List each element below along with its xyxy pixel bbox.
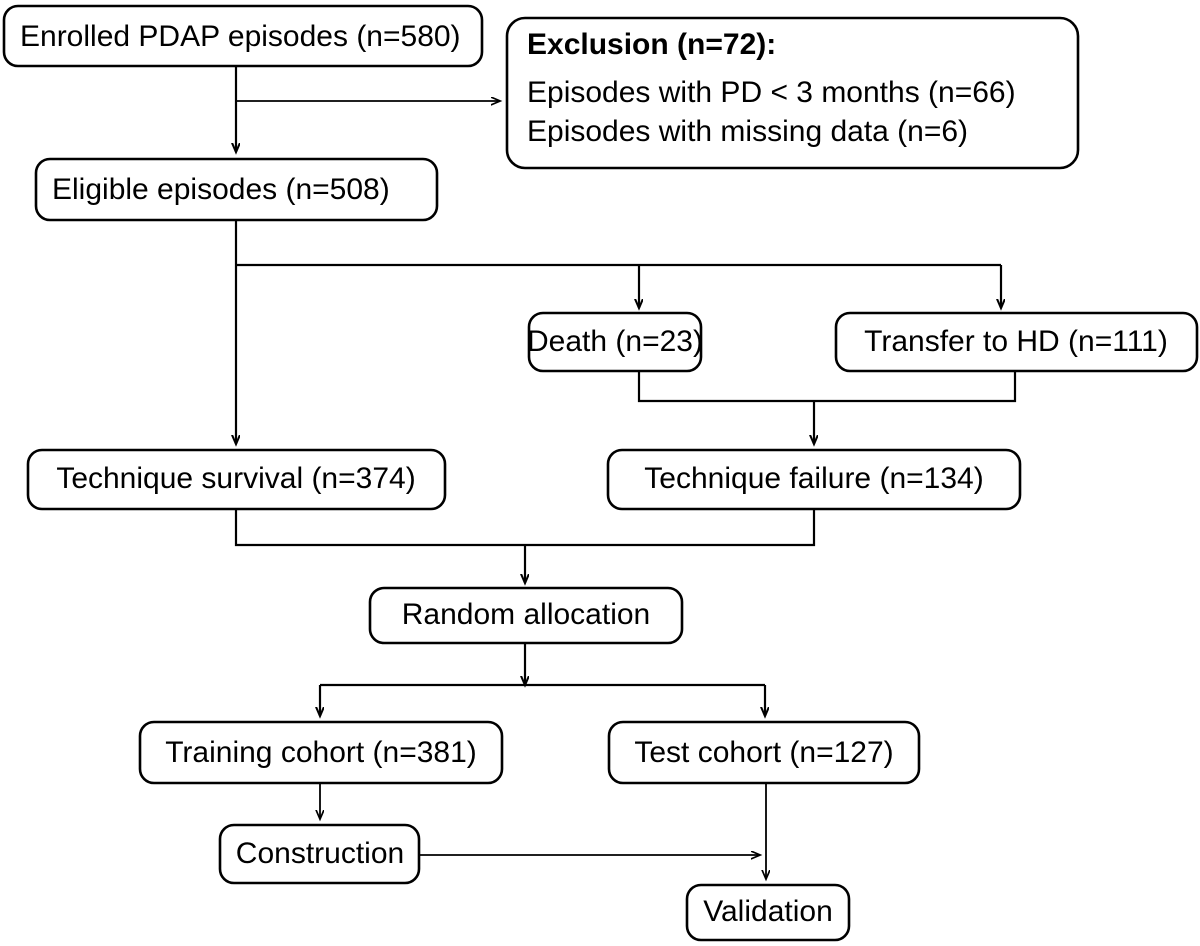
node-eligible-episodes-label: Eligible episodes (n=508) [52,173,390,206]
node-eligible-episodes-box [34,157,439,222]
node-validation-box [685,883,851,942]
node-construction-label: Construction [236,837,404,870]
node-death-label: Death (n=23) [527,325,703,358]
node-technique-survival-label: Technique survival (n=374) [56,462,415,495]
node-random-allocation-label: Random allocation [402,598,650,631]
node-technique-failure-box [606,448,1022,511]
node-test-cohort-label: Test cohort (n=127) [634,736,893,769]
node-death: Death (n=23) [527,311,703,373]
node-transfer-hd: Transfer to HD (n=111) [834,311,1199,373]
node-technique-failure: Technique failure (n=134) [606,448,1022,511]
edge-technique-merge-bar [234,509,816,547]
node-random-allocation-box [368,586,684,645]
node-death-box [527,311,703,373]
node-training-cohort-label: Training cohort (n=381) [165,736,477,769]
node-construction-box [218,823,421,885]
node-validation-label: Validation [703,895,833,928]
node-eligible-episodes: Eligible episodes (n=508) [34,157,439,222]
node-exclusion-box [505,16,1080,170]
node-enrolled-episodes: Enrolled PDAP episodes (n=580) [2,4,484,68]
edge-death-transfer-merge-bar [637,371,1017,403]
node-technique-survival: Technique survival (n=374) [26,448,447,511]
node-exclusion: Exclusion (n=72): Episodes with PD < 3 m… [505,16,1080,170]
node-construction: Construction [218,823,421,885]
node-exclusion-reason-1: Episodes with PD < 3 months (n=66) [527,76,1016,109]
node-transfer-hd-label: Transfer to HD (n=111) [864,325,1168,358]
node-training-cohort-box [138,720,504,785]
node-test-cohort: Test cohort (n=127) [607,720,921,785]
node-training-cohort: Training cohort (n=381) [138,720,504,785]
node-enrolled-episodes-label: Enrolled PDAP episodes (n=580) [20,20,461,53]
node-technique-survival-box [26,448,447,511]
node-exclusion-heading: Exclusion (n=72): [527,28,776,61]
node-random-allocation: Random allocation [368,586,684,645]
node-technique-failure-label: Technique failure (n=134) [644,462,983,495]
node-validation: Validation [685,883,851,942]
node-exclusion-reason-2: Episodes with missing data (n=6) [527,115,968,148]
node-enrolled-episodes-box [2,4,484,68]
node-transfer-hd-box [834,311,1199,373]
node-test-cohort-box [607,720,921,785]
